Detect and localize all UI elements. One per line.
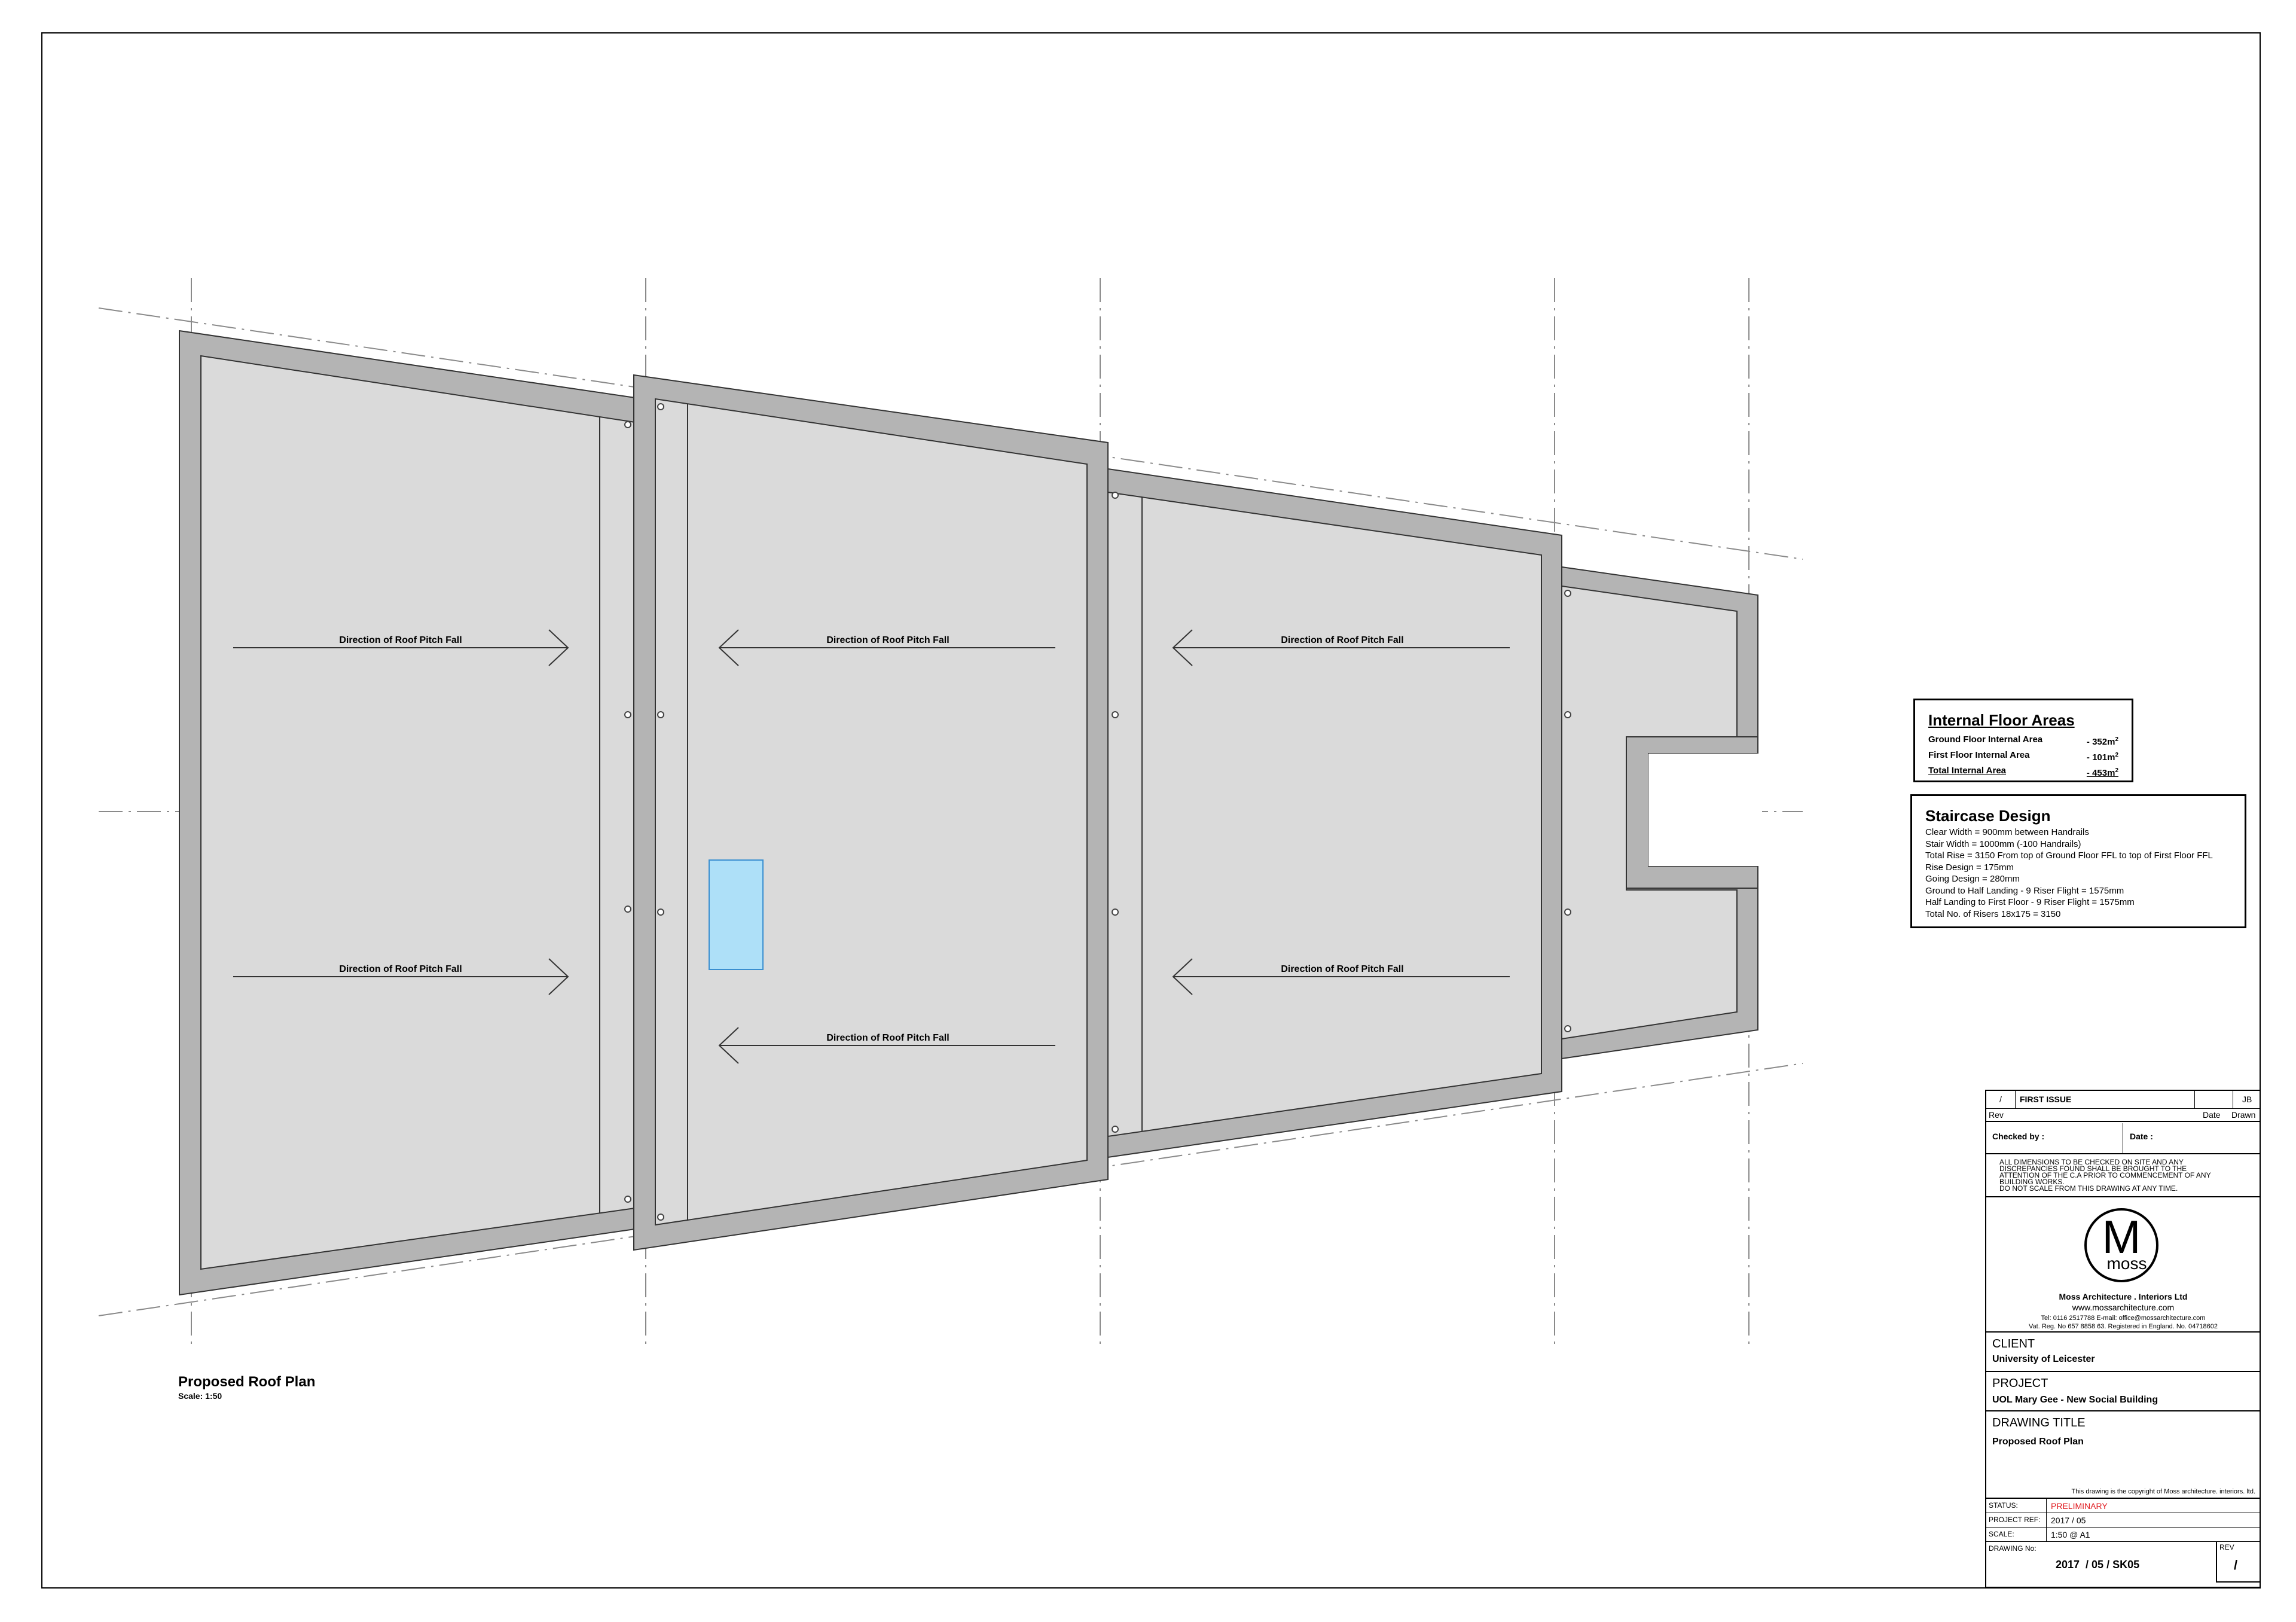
staircase-box: Staircase Design Clear Width = 900mm bet… <box>1910 794 2246 928</box>
scale-value: 1:50 @ A1 <box>2051 1530 2090 1539</box>
rainwater-outlets <box>624 403 1571 1221</box>
area-value: - 352m <box>2086 737 2115 747</box>
fall-label: Direction of Roof Pitch Fall <box>1281 964 1403 974</box>
sheet-border <box>41 32 2261 1589</box>
status-value: PRELIMINARY <box>2051 1501 2108 1511</box>
fall-labels: Direction of Roof Pitch Fall Direction o… <box>339 635 1403 1043</box>
internal-areas-title: Internal Floor Areas <box>1928 711 2075 729</box>
rev-symbol: / <box>1999 1094 2002 1104</box>
client-label: CLIENT <box>1992 1337 2035 1350</box>
fall-arrows <box>233 629 1510 1064</box>
staircase-line: Ground to Half Landing - 9 Riser Flight … <box>1925 885 2124 896</box>
area-row: First Floor Internal Area - 101m2 <box>1928 749 2118 764</box>
logo-word: moss <box>2106 1254 2147 1273</box>
company-block: M moss Moss Architecture . Interiors Ltd… <box>1986 1197 2260 1333</box>
logo-letter: M <box>2102 1211 2141 1263</box>
company-registration: Vat. Reg. No 657 8858 63. Registered in … <box>2029 1323 2218 1330</box>
staircase-line: Total Rise = 3150 From top of Ground Flo… <box>1925 850 2213 861</box>
company-contact: Tel: 0116 2517788 E-mail: office@mossarc… <box>2041 1315 2206 1322</box>
drawing-no-label: DRAWING No: <box>1989 1544 2037 1553</box>
staircase-title: Staircase Design <box>1925 807 2051 825</box>
staircase-line: Rise Design = 175mm <box>1925 862 2014 873</box>
drawn-header: Drawn <box>2231 1110 2256 1120</box>
rev-description: FIRST ISSUE <box>2020 1094 2072 1104</box>
area-row: Ground Floor Internal Area - 352m2 <box>1928 733 2118 749</box>
project-ref-row: PROJECT REF: 2017 / 05 <box>1986 1513 2260 1528</box>
area-row: Total Internal Area - 453m2 <box>1928 764 2118 780</box>
drawing-title-row: DRAWING TITLE Proposed Roof Plan This dr… <box>1986 1411 2260 1499</box>
project-name: UOL Mary Gee - New Social Building <box>1992 1395 2158 1405</box>
rev-drawn: JB <box>2242 1094 2252 1104</box>
notes: ALL DIMENSIONS TO BE CHECKED ON SITE AND… <box>1986 1154 2260 1197</box>
checked-row: Checked by : Date : <box>1986 1123 2260 1154</box>
area-unit-sup: 2 <box>2115 752 2118 758</box>
status-label: STATUS: <box>1989 1501 2018 1510</box>
scale-label: SCALE: <box>1989 1530 2014 1538</box>
revision-row: / FIRST ISSUE JB <box>1986 1090 2260 1109</box>
company-name: Moss Architecture . Interiors Ltd <box>2059 1292 2188 1301</box>
roof-section-1 <box>179 330 636 1296</box>
roof-section-2 <box>633 374 1109 1251</box>
staircase-line: Clear Width = 900mm between Handrails <box>1925 827 2089 837</box>
roof-section-4 <box>1561 566 1762 1060</box>
roof-section-3 <box>1107 468 1562 1158</box>
title-block: / FIRST ISSUE JB Rev Date Drawn Checked … <box>1985 1090 2260 1588</box>
area-label: Total Internal Area <box>1928 766 2007 776</box>
status-row: STATUS: PRELIMINARY <box>1986 1499 2260 1513</box>
drawing-no-value: 2017 / 05 / SK05 <box>2056 1559 2140 1571</box>
rev-label: REV <box>2219 1543 2234 1551</box>
checked-date-label: Date : <box>2130 1132 2153 1141</box>
area-label: Ground Floor Internal Area <box>1928 734 2043 745</box>
area-unit-sup: 2 <box>2115 767 2118 774</box>
staircase-line: Half Landing to First Floor - 9 Riser Fl… <box>1925 897 2135 907</box>
staircase-line: Stair Width = 1000mm (-100 Handrails) <box>1925 839 2081 849</box>
fall-label: Direction of Roof Pitch Fall <box>826 1033 949 1043</box>
internal-areas-box: Internal Floor Areas Ground Floor Intern… <box>1913 699 2133 782</box>
company-website: www.mossarchitecture.com <box>2072 1303 2175 1312</box>
client-row: CLIENT University of Leicester <box>1986 1333 2260 1372</box>
scale-row: SCALE: 1:50 @ A1 <box>1986 1528 2260 1542</box>
project-row: PROJECT UOL Mary Gee - New Social Buildi… <box>1986 1372 2260 1411</box>
client-name: University of Leicester <box>1992 1354 2095 1364</box>
rev-header: Rev <box>1989 1110 2004 1120</box>
drawing-title-label: DRAWING TITLE <box>1992 1416 2086 1429</box>
area-unit-sup: 2 <box>2115 736 2118 743</box>
note-line: DO NOT SCALE FROM THIS DRAWING AT ANY TI… <box>1999 1184 2178 1193</box>
fall-label: Direction of Roof Pitch Fall <box>1281 635 1403 645</box>
plan-title: Proposed Roof Plan <box>178 1374 315 1390</box>
fall-label: Direction of Roof Pitch Fall <box>339 635 462 645</box>
moss-logo: M moss <box>2084 1208 2158 1282</box>
rooflight <box>709 859 764 970</box>
note-line: DISCREPANCIES FOUND SHALL BE BROUGHT TO … <box>1999 1164 2187 1173</box>
date-header: Date <box>2203 1110 2221 1120</box>
staircase-line: Going Design = 280mm <box>1925 874 2020 884</box>
fall-label: Direction of Roof Pitch Fall <box>826 635 949 645</box>
drawing-title: Proposed Roof Plan <box>1992 1437 2084 1447</box>
note-line: ATTENTION OF THE C.A PRIOR TO COMMENCEME… <box>1999 1171 2211 1179</box>
plan-scale: Scale: 1:50 <box>178 1391 222 1401</box>
checked-by-label: Checked by : <box>1992 1132 2045 1141</box>
note-line: ALL DIMENSIONS TO BE CHECKED ON SITE AND… <box>1999 1158 2184 1166</box>
area-label: First Floor Internal Area <box>1928 750 2030 760</box>
project-ref-value: 2017 / 05 <box>2051 1516 2086 1525</box>
project-label: PROJECT <box>1992 1377 2048 1390</box>
drawing-no-row: DRAWING No: 2017 / 05 / SK05 REV / <box>1986 1542 2260 1588</box>
staircase-line: Total No. of Risers 18x175 = 3150 <box>1925 908 2061 919</box>
note-line: BUILDING WORKS. <box>1999 1178 2065 1186</box>
revision-header: Rev Date Drawn <box>1986 1109 2260 1122</box>
fall-label: Direction of Roof Pitch Fall <box>339 964 462 974</box>
project-ref-label: PROJECT REF: <box>1989 1516 2041 1524</box>
area-value: - 101m <box>2086 752 2115 763</box>
rev-value: / <box>2234 1557 2238 1572</box>
copyright-note: This drawing is the copyright of Moss ar… <box>2071 1488 2255 1495</box>
area-value: - 453m <box>2086 768 2115 778</box>
